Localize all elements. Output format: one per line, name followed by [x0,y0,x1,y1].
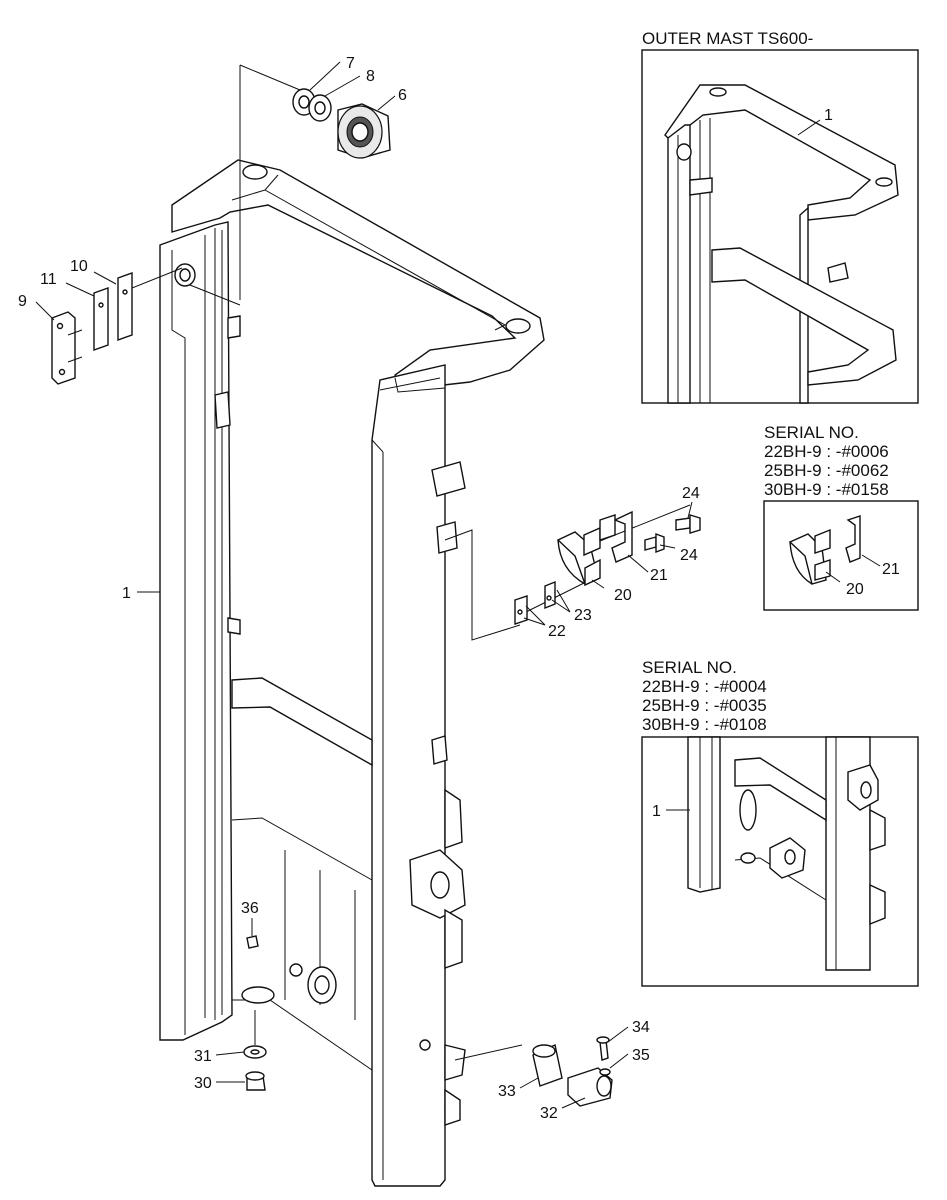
bearing-washer-set [292,88,391,159]
callout-31: 31 [194,1048,212,1065]
chain-anchor-bracket [409,849,466,919]
callout-1-main: 1 [122,585,131,602]
callout-8: 8 [366,68,375,85]
shim-11 [93,287,109,351]
serial-a-line-2: 25BH-9 : -#0062 [764,461,889,480]
mast-right-upright [371,364,446,1187]
callout-21-alt: 21 [882,561,900,578]
serial-b-line-1: 22BH-9 : -#0004 [642,677,767,696]
callout-35: 35 [632,1047,650,1064]
callout-1-serial-b: 1 [652,803,661,820]
inset-outer-mast-caption: OUTER MAST TS600- [642,29,813,48]
shim-10 [117,272,133,341]
callout-36: 36 [241,900,259,917]
bracket-21-alt [845,515,861,563]
callout-32: 32 [540,1105,558,1122]
callout-30: 30 [194,1075,212,1092]
callout-leaders [35,61,693,1109]
callout-10: 10 [70,258,88,275]
pin-plate-and-shims [51,272,133,385]
plate-9 [51,311,76,385]
serial-b-line-2: 25BH-9 : -#0035 [642,696,767,715]
callout-20-alt: 20 [846,581,864,598]
mast-top-crossbar [171,159,545,391]
fitting-36 [246,935,259,949]
serial-b-frame [641,736,919,987]
callout-6: 6 [398,87,407,104]
callout-9: 9 [18,293,27,310]
pin-bushing-group [532,1036,613,1107]
bracket-21 [611,510,633,563]
callout-24-lower: 24 [680,547,698,564]
washer-35 [599,1068,611,1076]
outer-mast-assembly [159,159,545,1187]
inset-serial-b: SERIAL NO. 22BH-9 : -#0004 25BH-9 : -#00… [641,658,919,987]
inset-outer-mast-frame [641,49,919,404]
callout-labels: 7 8 6 10 11 9 1 24 24 21 20 23 22 36 31 … [18,55,700,1122]
inset-serial-a: SERIAL NO. 22BH-9 : -#0006 25BH-9 : -#00… [763,423,919,611]
callout-7: 7 [346,55,355,72]
serial-a-line-1: 22BH-9 : -#0006 [764,442,889,461]
serial-a-title: SERIAL NO. [764,423,859,442]
serial-a-frame [763,500,919,611]
washer-8 [308,94,332,122]
callout-23: 23 [574,607,592,624]
bracket-23 [544,580,556,610]
callout-11: 11 [40,271,57,288]
callout-34: 34 [632,1019,650,1036]
callout-33: 33 [498,1083,516,1100]
callout-22: 22 [548,623,566,640]
hose-clamp-group [514,510,701,625]
serial-a-line-3: 30BH-9 : -#0158 [764,480,889,499]
washer-31 [243,1045,267,1059]
callout-24-upper: 24 [682,485,700,502]
mast-left-upright [159,221,233,1041]
inset-outer-mast: OUTER MAST TS600- 1 [641,29,919,404]
callout-1-outer-mast: 1 [824,107,833,124]
mast-pin-boss [174,263,196,287]
callout-21: 21 [650,567,668,584]
bolt-24-lower [644,536,657,551]
callout-20: 20 [614,587,632,604]
bolt-24-upper [675,517,691,531]
serial-b-title: SERIAL NO. [642,658,737,677]
serial-b-line-3: 30BH-9 : -#0108 [642,715,767,734]
lower-fasteners [243,935,267,1091]
